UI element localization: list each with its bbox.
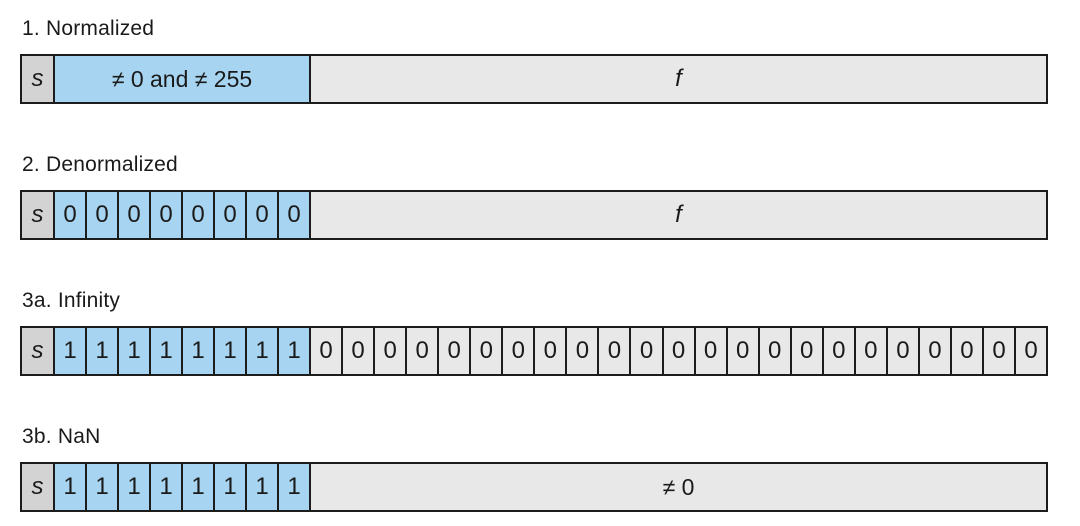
- fraction-bit-cell: 0: [919, 328, 952, 374]
- exponent-bit-cell: 1: [119, 464, 151, 510]
- fraction-field-cell: f: [311, 192, 1046, 238]
- fraction-bit-cell: 0: [375, 328, 408, 374]
- exponent-bit-cell: 1: [183, 464, 215, 510]
- row-label-denormalized: 2. Denormalized: [22, 153, 178, 176]
- exponent-bit-cell: 0: [183, 192, 215, 238]
- exponent-bit-cell: 0: [119, 192, 151, 238]
- exponent-bit-cell: 1: [55, 464, 87, 510]
- exponent-bit-cell: 1: [183, 328, 215, 374]
- exponent-bit-cell: 1: [247, 464, 279, 510]
- exponent-bit-cell: 0: [279, 192, 311, 238]
- fraction-bit-cell: 0: [631, 328, 664, 374]
- exponent-field-cell: ≠ 0 and ≠ 255: [55, 56, 311, 102]
- exponent-bit-cell: 0: [55, 192, 87, 238]
- fraction-bit-cell: 0: [695, 328, 728, 374]
- exponent-bit-cell: 1: [247, 328, 279, 374]
- fraction-bit-cell: 0: [1016, 328, 1047, 374]
- fraction-bit-cell: 0: [343, 328, 376, 374]
- exponent-bit-cell: 1: [151, 464, 183, 510]
- fraction-bit-cell: 0: [311, 328, 344, 374]
- fraction-bit-cell: 0: [759, 328, 792, 374]
- fraction-bit-cell: 0: [791, 328, 824, 374]
- exponent-bit-cell: 1: [119, 328, 151, 374]
- exponent-bit-cell: 1: [279, 464, 311, 510]
- exponent-bit-cell: 1: [87, 464, 119, 510]
- exponent-bit-cell: 0: [87, 192, 119, 238]
- fraction-bit-cell: 0: [951, 328, 984, 374]
- exponent-bit-cell: 1: [279, 328, 311, 374]
- exponent-bit-cell: 1: [215, 328, 247, 374]
- sign-bit-cell: s: [22, 464, 55, 510]
- fraction-bit-cell: 0: [535, 328, 568, 374]
- sign-bit-cell: s: [22, 192, 55, 238]
- exponent-bit-cell: 1: [215, 464, 247, 510]
- fraction-bit-cell: 0: [663, 328, 696, 374]
- exponent-bit-cell: 1: [55, 328, 87, 374]
- row-label-normalized: 1. Normalized: [22, 17, 155, 40]
- exponent-bit-cell: 0: [151, 192, 183, 238]
- fraction-bit-cell: 0: [407, 328, 440, 374]
- fraction-field-cell: ≠ 0: [311, 464, 1046, 510]
- row-label-nan: 3b. NaN: [22, 425, 101, 448]
- fraction-bit-cell: 0: [727, 328, 760, 374]
- exponent-bit-cell: 1: [151, 328, 183, 374]
- fraction-field-cell: f: [311, 56, 1046, 102]
- fraction-bit-cell: 0: [983, 328, 1017, 374]
- exponent-bit-cell: 1: [87, 328, 119, 374]
- exponent-bit-cell: 0: [247, 192, 279, 238]
- fraction-bit-cell: 0: [471, 328, 504, 374]
- exponent-bit-cell: 0: [215, 192, 247, 238]
- fraction-bit-cell: 0: [599, 328, 632, 374]
- fraction-bit-cell: 0: [823, 328, 856, 374]
- fraction-bit-cell: 0: [887, 328, 920, 374]
- fraction-bit-cell: 0: [439, 328, 472, 374]
- fraction-bit-cell: 0: [567, 328, 600, 374]
- sign-bit-cell: s: [22, 56, 55, 102]
- fraction-bit-cell: 0: [855, 328, 888, 374]
- sign-bit-cell: s: [22, 328, 55, 374]
- fraction-bit-cell: 0: [503, 328, 536, 374]
- row-label-infinity: 3a. Infinity: [22, 289, 121, 312]
